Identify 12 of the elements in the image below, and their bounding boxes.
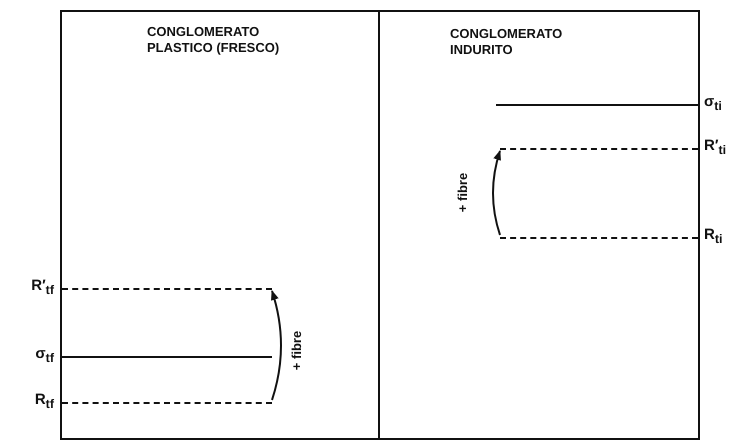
panel-title: CONGLOMERATO PLASTICO (FRESCO) xyxy=(147,24,280,56)
edge-label: + fibre xyxy=(288,328,304,372)
symbol-label: R$_{ti}$ xyxy=(704,226,722,246)
curved-arrow xyxy=(270,290,282,400)
symbol-label: R′$_{tf}$ xyxy=(31,277,54,297)
symbol-label: σ$_{tf}$ xyxy=(35,345,54,365)
edge-label: + fibre xyxy=(454,170,470,214)
symbol-label: R$_{tf}$ xyxy=(34,391,54,411)
curved-arrow xyxy=(492,150,502,236)
symbol-label: R′$_{ti}$ xyxy=(704,137,726,157)
panel-title: CONGLOMERATO INDURITO xyxy=(450,26,564,58)
symbol-label: σ$_{ti}$ xyxy=(704,93,722,113)
